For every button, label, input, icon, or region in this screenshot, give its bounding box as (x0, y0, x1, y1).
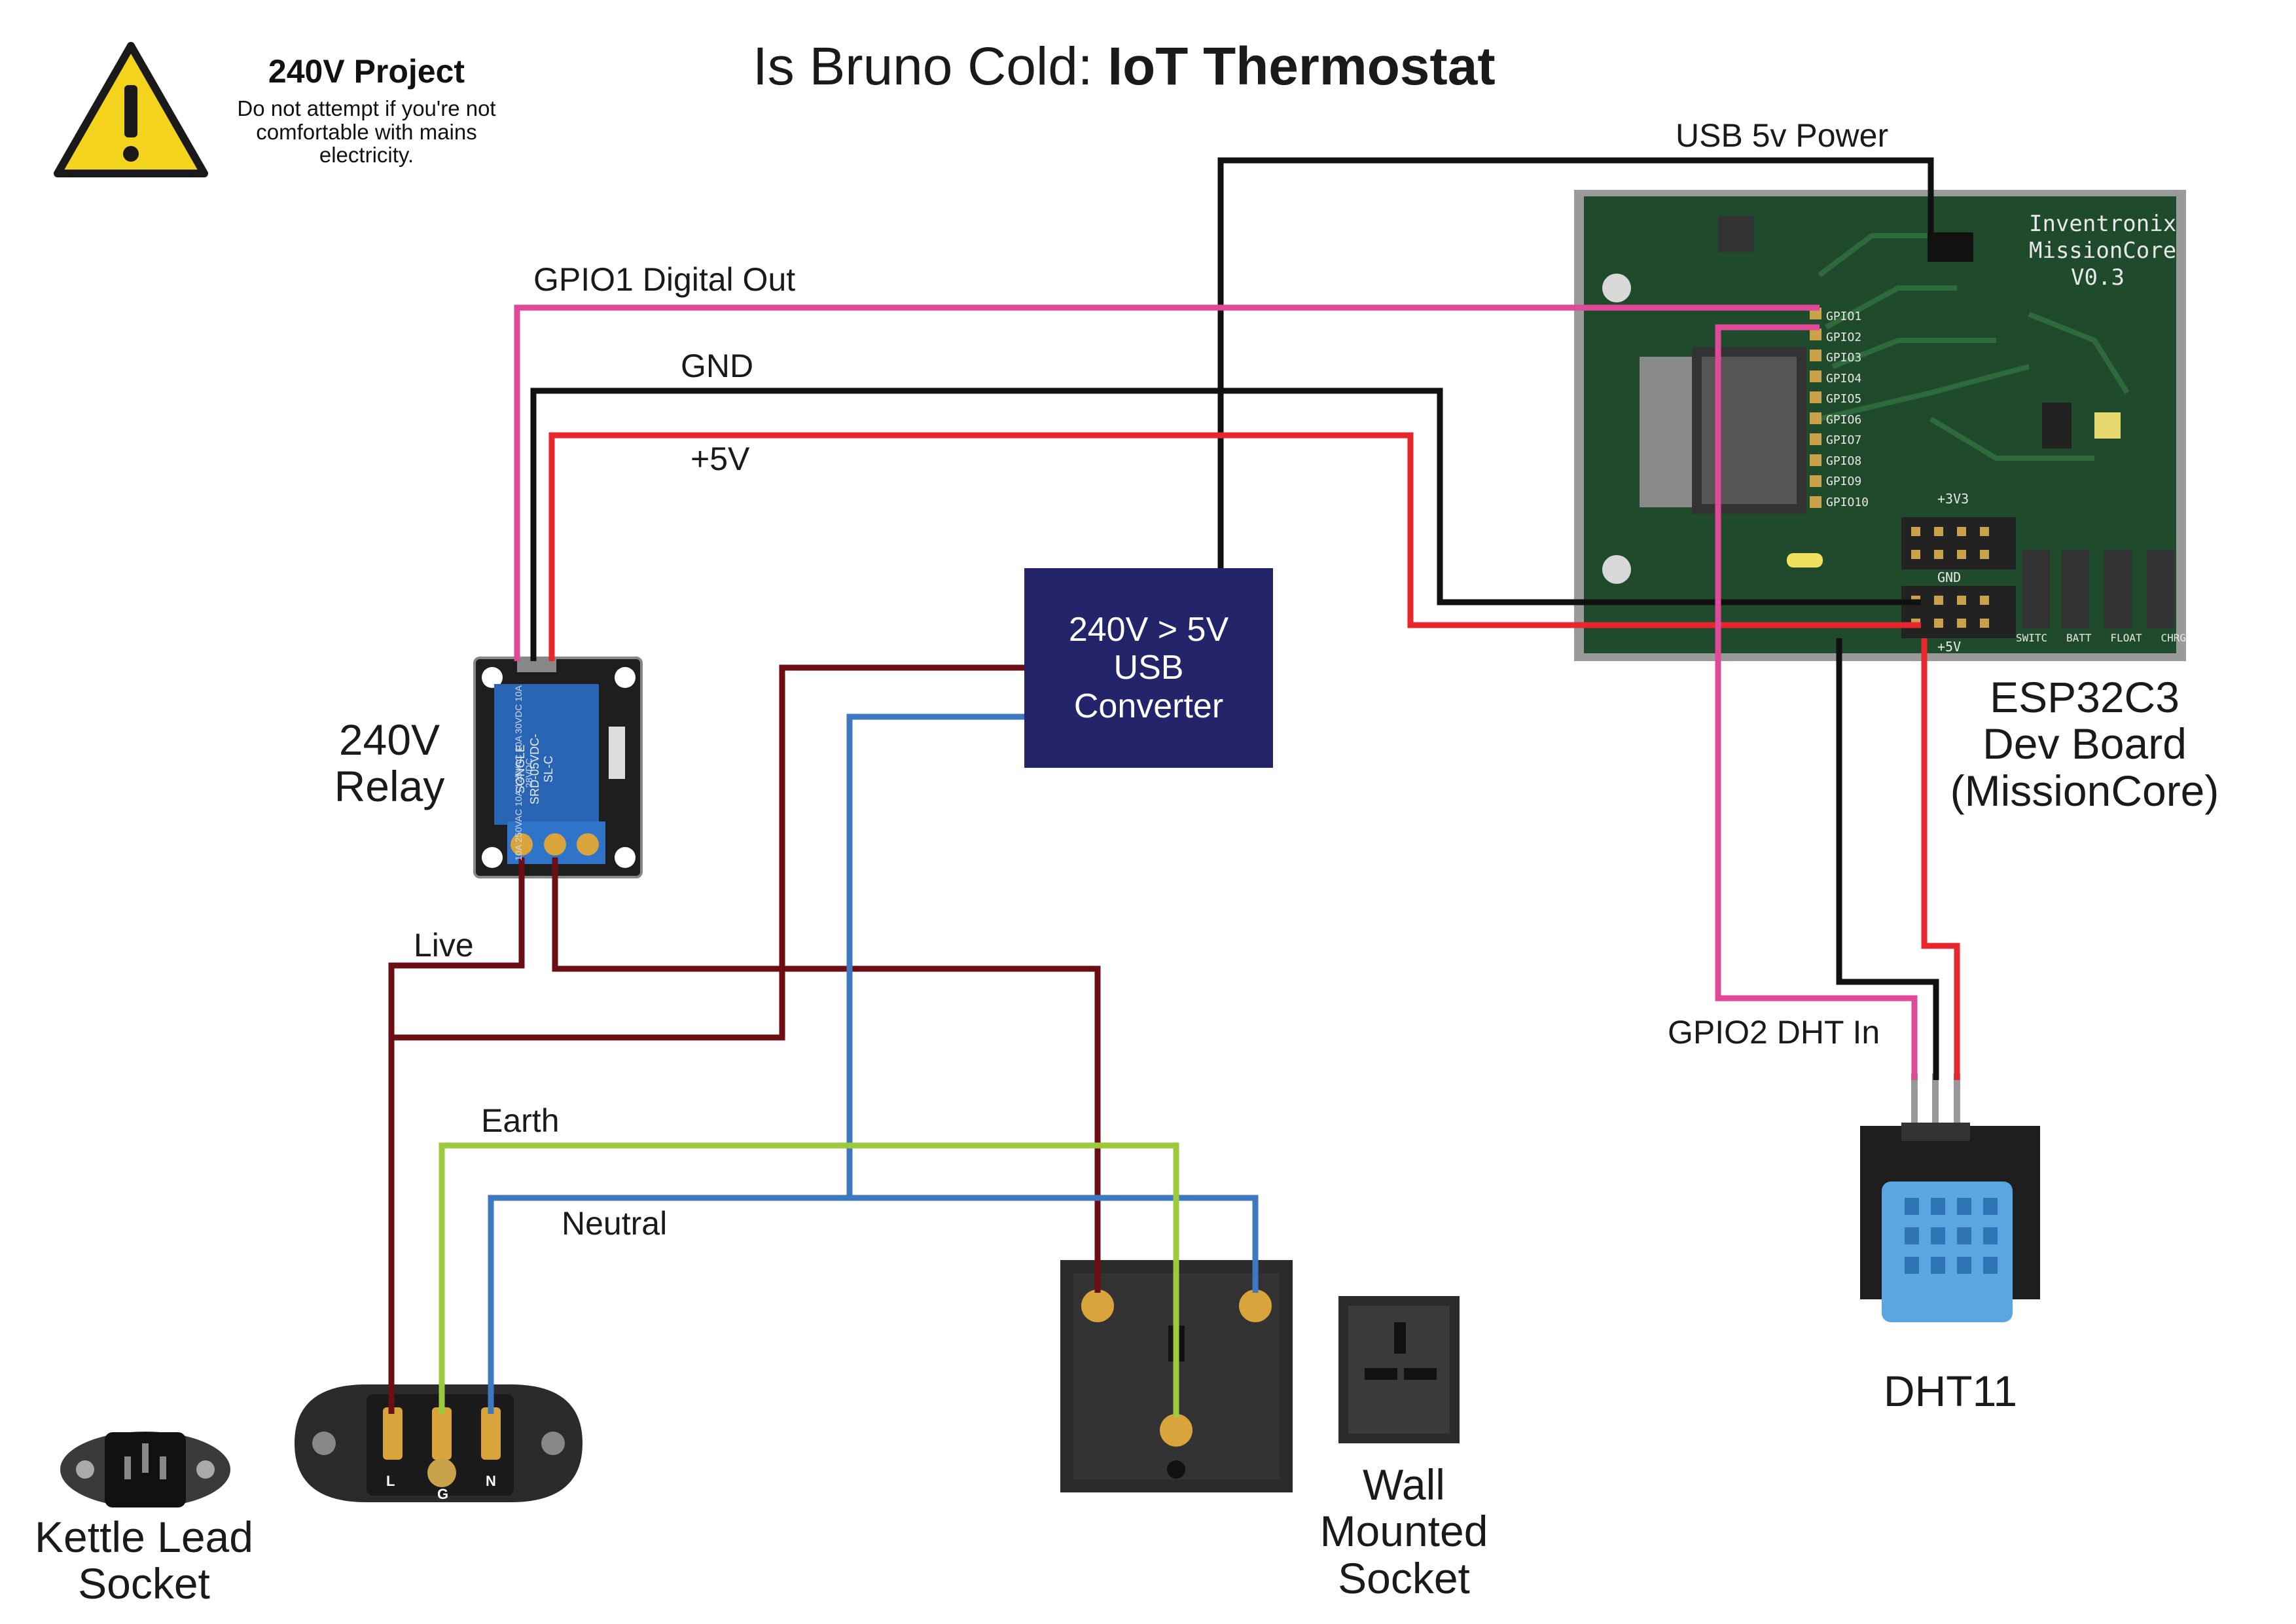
iec-inlet (295, 1384, 583, 1502)
wire-dht-gnd (1836, 638, 1939, 1080)
board-gnd-label: GND (1937, 569, 1962, 585)
warning-text: Do not attempt if you're not comfortable… (237, 96, 496, 168)
label-5v: +5V (691, 441, 750, 477)
iec-label-g: G (437, 1486, 449, 1502)
wire-live-relay (388, 857, 525, 1414)
usb-converter-box: 240V > 5V USB Converter (1024, 568, 1273, 768)
wire-earth (439, 1142, 1179, 1417)
wire-neutral-conv (846, 713, 1024, 1198)
label-earth: Earth (481, 1102, 560, 1139)
wire-gpio2 (1715, 324, 1918, 1080)
wire-neutral (488, 1195, 1259, 1414)
iec-label-l: L (386, 1473, 395, 1489)
wire-usb-power (1217, 157, 1934, 568)
converter-line3: Converter (1073, 687, 1224, 725)
warning-icon (54, 42, 208, 177)
wall-socket-front (1338, 1296, 1460, 1443)
page-title: Is Bruno Cold: IoT Thermostat (753, 37, 1496, 96)
label-gpio2: GPIO2 DHT In (1668, 1014, 1880, 1051)
board-5v-label: +5V (1937, 639, 1962, 655)
wire-5v (548, 432, 1921, 661)
board-3v3-label: +3V3 (1937, 491, 1969, 507)
label-usb-power: USB 5v Power (1676, 117, 1889, 154)
warning-heading: 240V Project (268, 53, 465, 90)
converter-line2: USB (1113, 649, 1184, 687)
label-neutral: Neutral (562, 1205, 668, 1242)
iec-label-n: N (486, 1473, 496, 1489)
wires (388, 157, 1960, 1417)
converter-line1: 240V > 5V (1068, 611, 1229, 649)
relay-ratings: 10A 250VAC 10A 125VAC 10A 30VDC 10A 28VD… (513, 685, 534, 861)
wire-gnd (530, 388, 1921, 661)
esp32-board (1574, 190, 2186, 661)
kettle-socket-icon (60, 1432, 230, 1507)
wire-live-conv (391, 664, 1024, 1041)
label-gpio1: GPIO1 Digital Out (533, 261, 796, 298)
label-gnd: GND (681, 348, 754, 384)
relay-module (473, 657, 643, 878)
dht-label: DHT11 (1883, 1367, 2018, 1415)
wire-live-socket (552, 857, 1101, 1293)
label-live: Live (414, 927, 474, 964)
wire-dht-5v (1921, 638, 1960, 1080)
wire-gpio1 (514, 304, 1820, 661)
dht11-sensor (1860, 1074, 2040, 1322)
